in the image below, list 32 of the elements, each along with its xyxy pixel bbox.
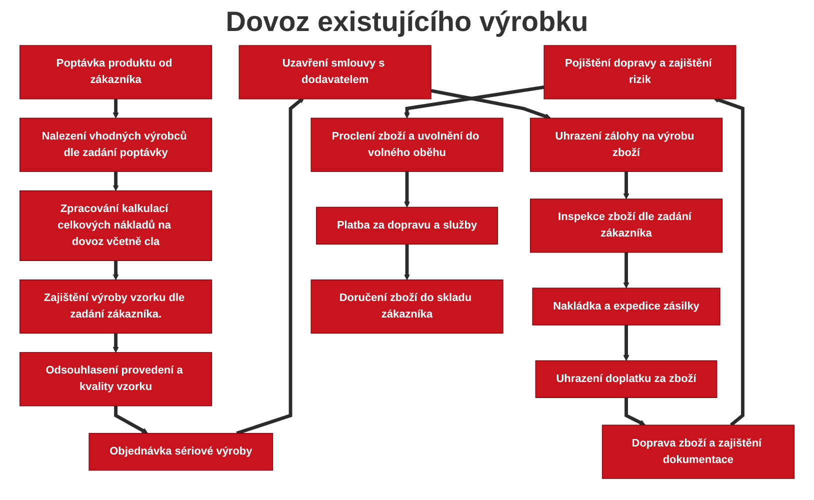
- diagram-title: Dovoz existujícího výrobku: [224, 6, 590, 38]
- arrow: [623, 172, 630, 200]
- arrow: [112, 260, 119, 280]
- node-box: Inspekce zboží dle zadání zákazníka: [530, 198, 723, 253]
- arrow: [623, 325, 630, 361]
- node-box: Doprava zboží a zajištění dokumentace: [602, 424, 794, 479]
- node-box: Proclení zboží a uvolnění do volného oběhu: [310, 118, 504, 172]
- node-box: Objednávka sériové výroby: [88, 432, 274, 471]
- arrow: [112, 98, 119, 118]
- arrow: [112, 172, 119, 192]
- arrow: [236, 97, 304, 435]
- node-box: Nakládka a expedice zásilky: [532, 288, 720, 326]
- arrow: [404, 172, 410, 208]
- node-box: Uhrazení doplatku za zboží: [535, 360, 718, 398]
- arrow: [430, 89, 551, 120]
- node-box: Uzavření smlouvy s dodavatelem: [238, 45, 432, 100]
- arrow: [404, 244, 410, 280]
- arrow: [624, 398, 646, 426]
- node-box: Uhrazení zálohy na výrobu zboží: [530, 118, 723, 172]
- node-box: Nalezení vhodných výrobců dle zadání poptávky: [20, 118, 212, 172]
- node-box: Poptávka produktu od zákazníka: [20, 45, 212, 100]
- arrow: [713, 97, 744, 426]
- node-box: Odsouhlasení provedení a kvality vzorku: [20, 352, 212, 406]
- node-box: Pojištění dopravy a zajištění rizik: [544, 45, 736, 100]
- node-box: Zpracování kalkulací celkových nákladů na dovoz včetně cla: [20, 190, 212, 261]
- arrow: [114, 406, 148, 434]
- arrow: [404, 85, 544, 118]
- node-box: Zajištění výroby vzorku dle zadání zákazníka.: [20, 279, 212, 334]
- node-box: Platba za dopravu a služby: [316, 206, 498, 245]
- arrow: [623, 252, 630, 288]
- node-box: Doručení zboží do skladu zákazníka: [310, 279, 504, 334]
- arrow: [112, 333, 119, 353]
